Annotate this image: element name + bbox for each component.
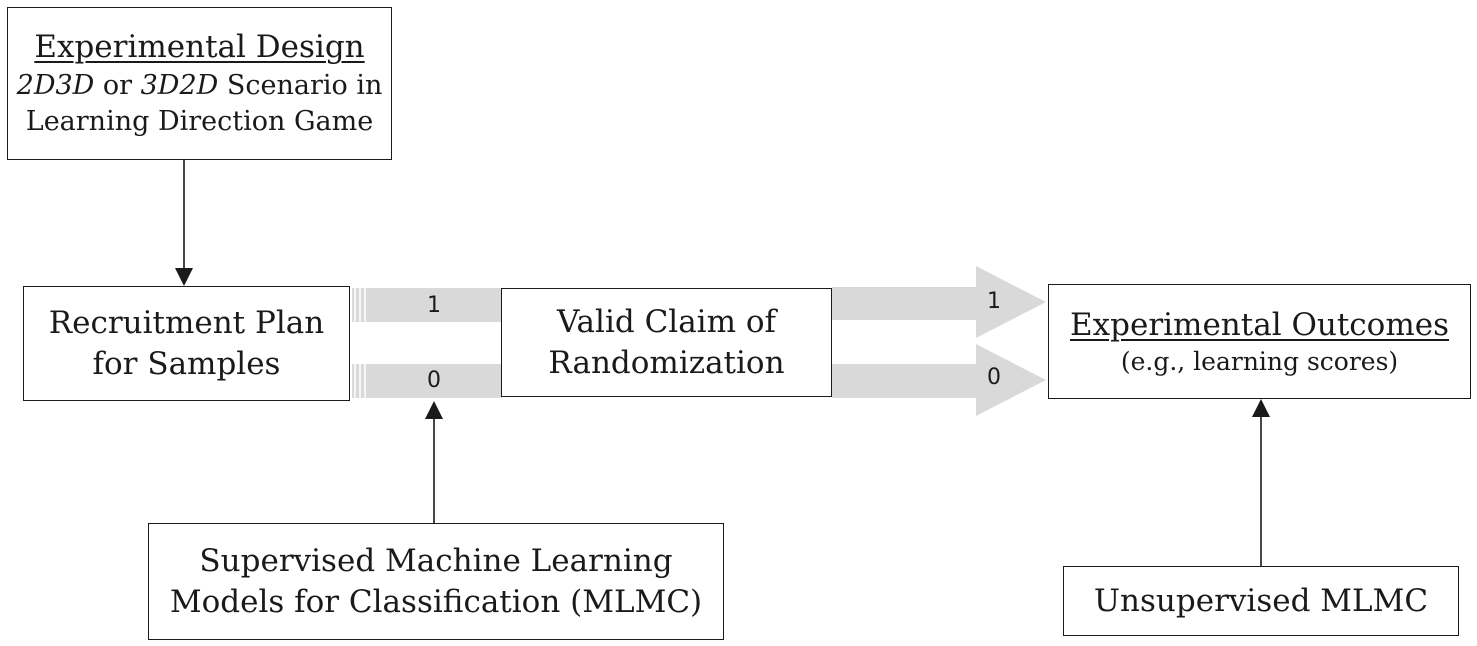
supervised-mlmc-line2: Models for Classification (MLMC) <box>169 583 703 620</box>
arrow-supervised-to-band <box>425 401 443 523</box>
recruitment-plan-box: Recruitment Plan for Samples <box>23 286 350 401</box>
unsupervised-mlmc-label: Unsupervised MLMC <box>1093 582 1429 619</box>
band-input-0 <box>352 364 502 398</box>
scenario-or: or <box>94 70 141 102</box>
arrow-unsupervised-to-outcomes <box>1252 399 1270 566</box>
output-label-0: 0 <box>987 365 1001 390</box>
experimental-outcomes-title: Experimental Outcomes <box>1070 306 1449 343</box>
output-label-1: 1 <box>987 289 1001 314</box>
valid-claim-line2: Randomization <box>548 344 785 381</box>
arrow-design-to-recruitment <box>175 160 193 286</box>
valid-claim-box: Valid Claim of Randomization <box>501 288 832 397</box>
scenario-in: Scenario in <box>218 70 383 102</box>
recruitment-plan-line2: for Samples <box>92 345 281 382</box>
input-label-0: 0 <box>427 368 441 393</box>
experimental-design-scenario: 2D3D or 3D2D Scenario in <box>17 68 383 104</box>
input-label-1: 1 <box>427 293 441 318</box>
supervised-mlmc-line1: Supervised Machine Learning <box>199 542 673 579</box>
experimental-design-box: Experimental Design 2D3D or 3D2D Scenari… <box>7 7 392 160</box>
unsupervised-mlmc-box: Unsupervised MLMC <box>1063 566 1459 636</box>
experimental-design-title: Experimental Design <box>34 29 365 66</box>
experimental-design-game: Learning Direction Game <box>25 105 374 137</box>
band-input-1 <box>352 288 502 322</box>
supervised-mlmc-box: Supervised Machine Learning Models for C… <box>148 523 724 640</box>
scenario-3d2d: 3D2D <box>140 70 219 102</box>
block-arrow-output-1 <box>832 266 1046 338</box>
valid-claim-line1: Valid Claim of <box>557 303 776 340</box>
block-arrow-output-0 <box>832 344 1046 416</box>
recruitment-plan-line1: Recruitment Plan <box>48 304 325 341</box>
scenario-2d3d: 2D3D <box>16 70 95 102</box>
experimental-outcomes-subtitle: (e.g., learning scores) <box>1120 347 1399 377</box>
experimental-outcomes-box: Experimental Outcomes (e.g., learning sc… <box>1048 284 1471 399</box>
